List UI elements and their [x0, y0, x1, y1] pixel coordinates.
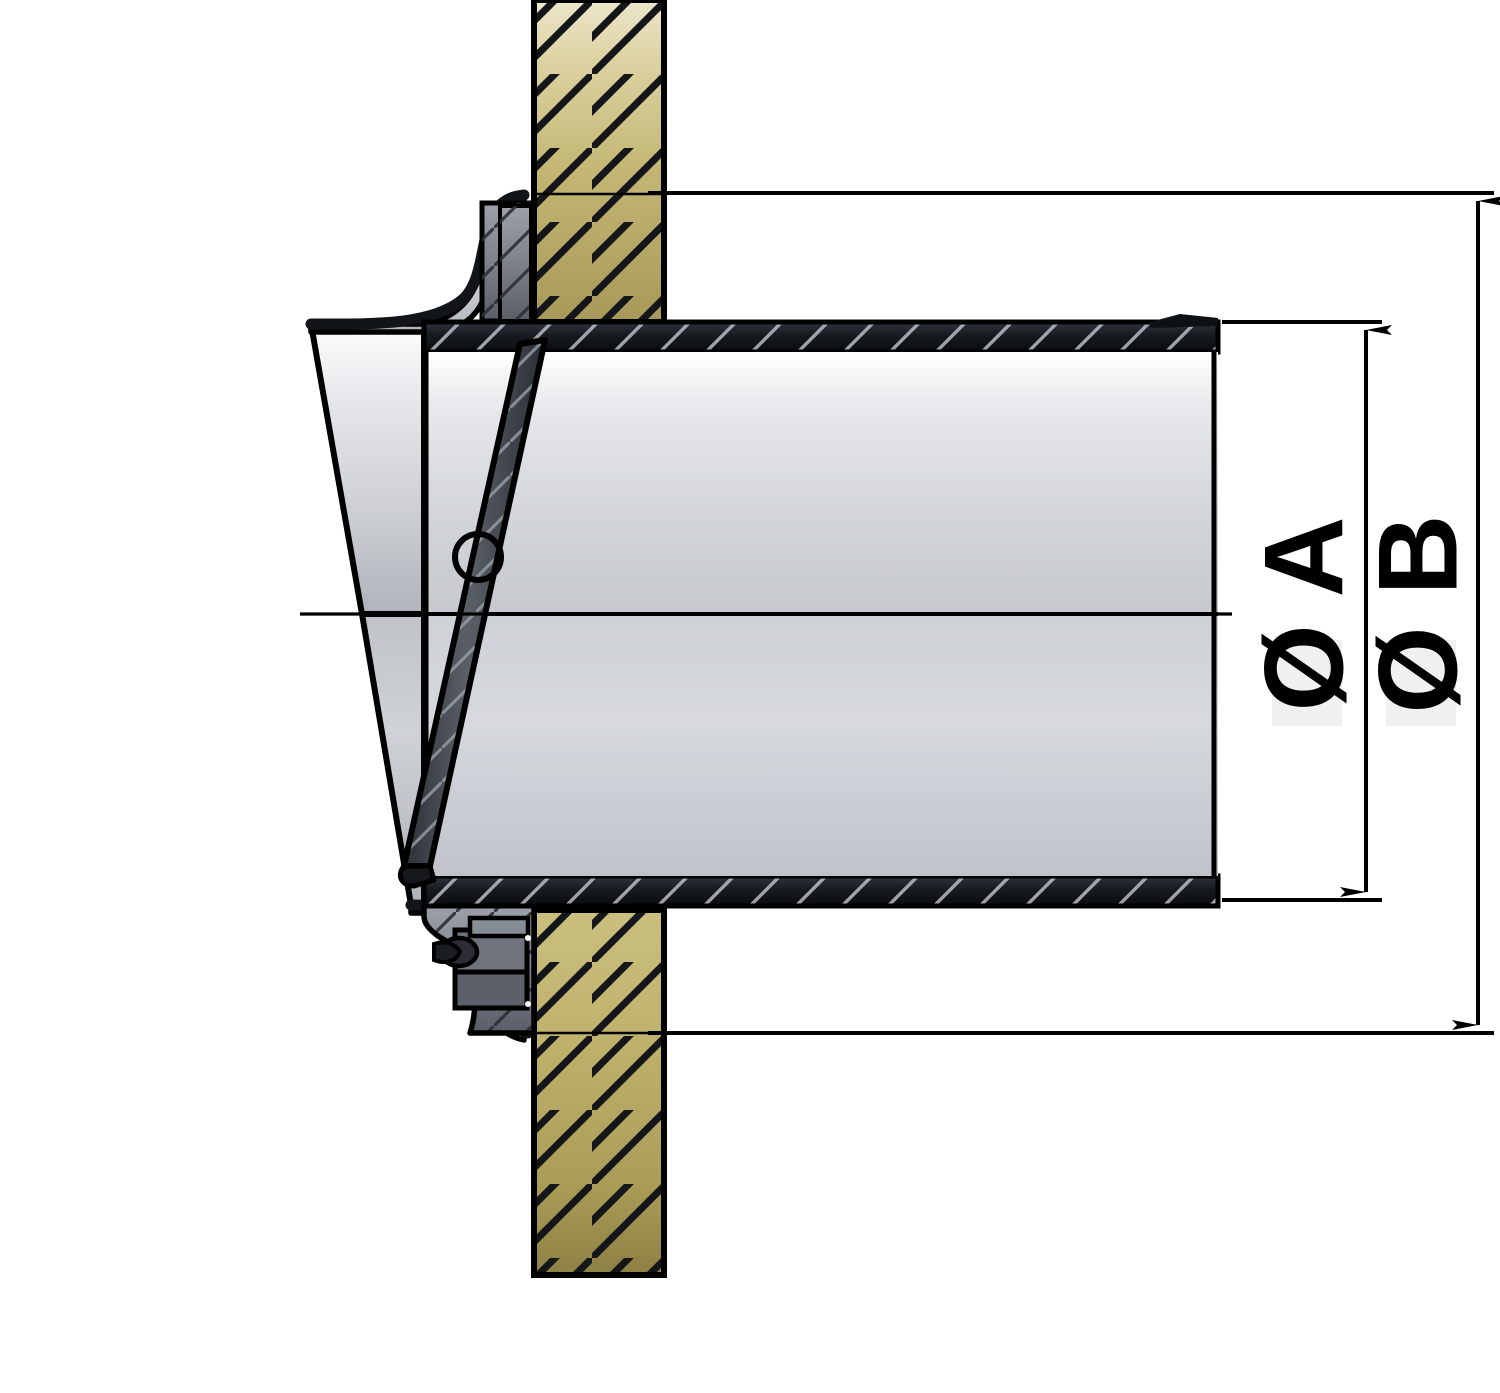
dimension-dia-b	[648, 191, 1500, 1035]
fitting-top-lip	[305, 189, 536, 335]
dim-label-dia-b: Ø B	[1356, 514, 1481, 726]
hinge-pin	[452, 531, 504, 583]
hull-panel-upper	[531, 0, 667, 325]
skin-fitting-funnel-upper	[308, 321, 427, 617]
dimension-dia-a	[1222, 320, 1392, 902]
outlet-tube-wall-lower	[421, 873, 1221, 909]
outlet-tube-bore	[423, 352, 1218, 876]
dim-label-dia-a: Ø A	[1242, 517, 1367, 726]
dim-a-label: Ø A	[1242, 517, 1367, 712]
flap-valve	[397, 337, 548, 889]
dim-b-label: Ø B	[1356, 514, 1481, 713]
hull-panel-lower	[531, 907, 667, 1278]
seal-gasket-assembly	[421, 902, 537, 1036]
